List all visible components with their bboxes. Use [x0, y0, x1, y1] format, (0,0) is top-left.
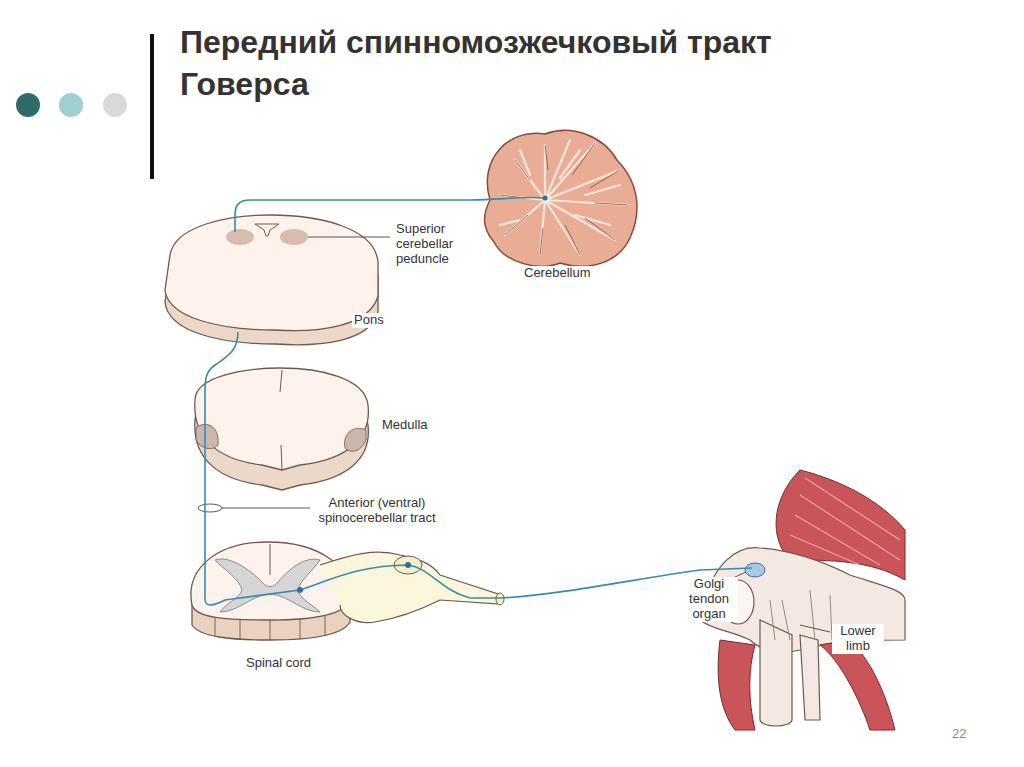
spinal-cord-figure-part	[270, 544, 271, 575]
cerebellum-figure-part-part	[540, 200, 545, 255]
pons-figure-part	[226, 229, 254, 245]
cerebellum-figure-part	[500, 143, 628, 255]
leader-lines-part	[222, 508, 310, 509]
slide-decor-part	[59, 93, 83, 117]
medulla-figure-part	[345, 428, 366, 451]
neuron-cells-part	[543, 196, 548, 201]
structure-label: Spinal cord	[244, 656, 313, 671]
cerebellum-figure-part-part	[540, 228, 543, 255]
structure-label: Superior cerebellar peduncle	[394, 222, 476, 267]
slide-decor-part	[16, 93, 40, 117]
neuron-cells-part	[405, 562, 411, 568]
cerebellum-figure-part-part	[565, 225, 580, 255]
receptor-label: Golgi tendon organ	[680, 577, 738, 622]
cerebellum-figure-part-part	[572, 143, 595, 175]
cerebellum-figure-part-part	[520, 150, 530, 175]
slide-decor-part	[103, 93, 127, 117]
cerebellum-figure-part-part	[545, 200, 628, 205]
pons-figure-part	[165, 215, 378, 331]
cerebellum-figure-part-part	[585, 185, 620, 195]
structure-label: Pons	[352, 313, 386, 328]
structure-label: Medulla	[380, 418, 430, 433]
cerebellum-figure-part-part	[505, 200, 545, 235]
spinal-cord-figure	[191, 542, 504, 640]
pons-figure-part	[280, 229, 308, 245]
knee-figure-part	[770, 590, 832, 640]
leader-lines	[198, 237, 830, 632]
cerebellum-figure-part-part	[545, 200, 615, 240]
structure-label: Lower limb	[832, 624, 884, 654]
leader-lines-part	[800, 625, 830, 632]
cerebellum-figure-part-part	[515, 160, 545, 200]
cerebellum-figure-part-part	[515, 160, 530, 180]
cerebellum-figure-part-part	[545, 145, 548, 170]
medulla-figure-part	[281, 445, 282, 470]
slide-title: Передний спинномозжечковый тракт Говерса	[180, 22, 870, 105]
cerebellum-figure-part-part	[585, 218, 615, 240]
tract-label: Anterior (ventral) spinocerebellar tract	[312, 496, 442, 526]
cerebellum-figure-part-part	[560, 150, 580, 178]
cerebellum-figure-part-part	[590, 170, 620, 188]
knee-figure-part	[745, 563, 765, 577]
medulla-figure-part	[195, 368, 369, 470]
leader-lines-part	[308, 237, 390, 238]
neuron-cells-part	[297, 587, 303, 593]
medulla-figure	[195, 368, 369, 490]
slide-decor-part	[150, 34, 154, 179]
knee-figure-part	[718, 640, 755, 730]
cerebellum-figure-part-part	[545, 200, 580, 255]
page-number: 22	[952, 727, 966, 742]
medulla-figure-part	[280, 370, 282, 392]
pons-figure	[165, 215, 378, 345]
spinal-cord-figure-part	[215, 559, 320, 612]
pons-figure-part	[255, 224, 279, 236]
medulla-figure-part	[196, 424, 218, 448]
spinal-cord-figure-part	[320, 552, 500, 622]
structure-label: Cerebellum	[522, 266, 592, 281]
tract-pathway	[205, 197, 752, 604]
cerebellum-figure-part-part	[595, 203, 628, 205]
knee-figure-part	[760, 620, 792, 726]
slide-decor	[16, 34, 154, 179]
spinal-cord-figure-part	[496, 593, 504, 605]
cerebellum-figure-part-part	[545, 143, 595, 200]
knee-figure-part	[800, 635, 820, 720]
cerebellum-figure-part-part	[505, 215, 528, 235]
neuron-cells	[297, 196, 548, 594]
knee-figure-part	[790, 478, 900, 565]
leader-lines-part	[198, 504, 222, 512]
